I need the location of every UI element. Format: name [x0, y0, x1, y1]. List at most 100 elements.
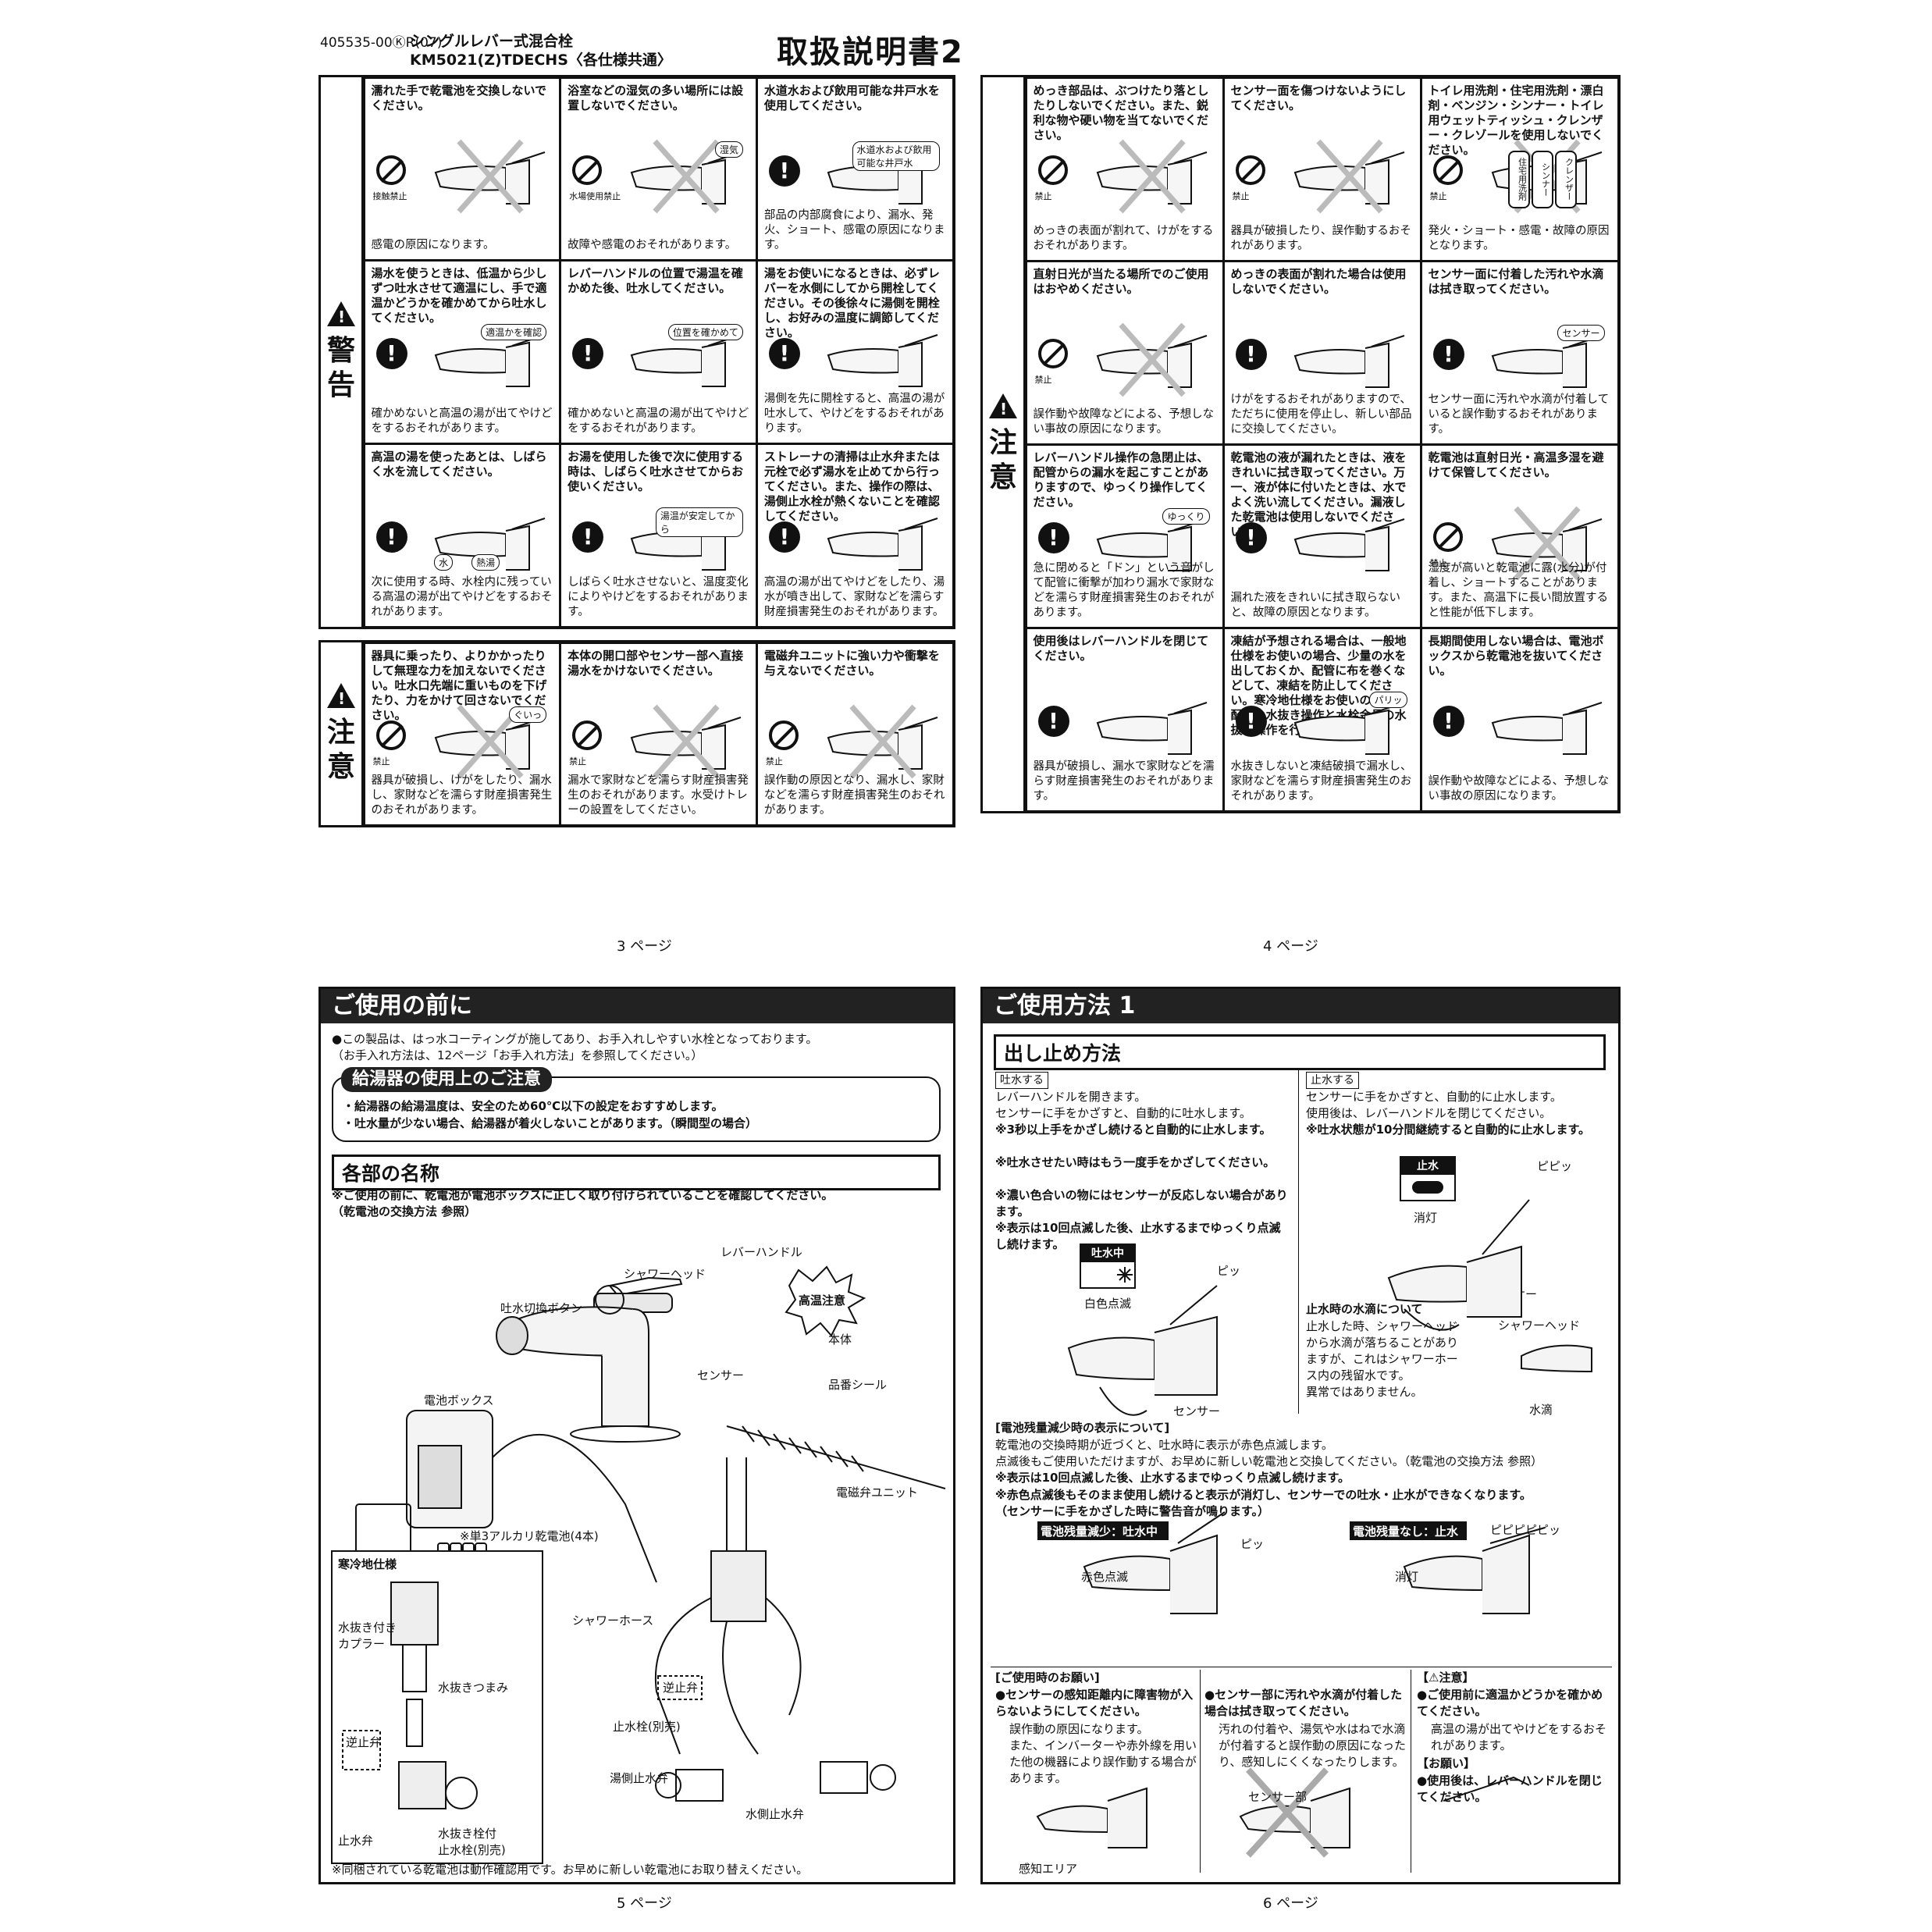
cell-title: センサー面に付着した汚れや水滴は拭き取ってください。 [1428, 266, 1604, 296]
cell-body: 湯側を先に開栓すると、高温の湯が吐水して、やけどをするおそれがあります。 [763, 392, 945, 435]
low-battery-label: 電池残量減少：吐水中 [1041, 1525, 1158, 1539]
faucet-drawing [827, 334, 938, 388]
faucet-drawing [1096, 701, 1207, 755]
cell-title: レバーハンドルの位置で湯温を確かめた後、吐水してください。 [568, 266, 743, 296]
caution-title: 【⚠注意】 [1417, 1670, 1475, 1685]
safety-cell: お湯を使用した後で次に使用する時は、しばらく吐水させてからお使いください。!湯温… [559, 442, 758, 628]
faucet-drawing [1096, 322, 1207, 397]
cell-body: 漏れた液をきれいに拭き取らないと、故障の原因となります。 [1230, 591, 1401, 619]
faucet-drawing [1491, 334, 1602, 388]
cleaner-bottle: シンナー [1531, 150, 1553, 208]
cell-illustration: ! パリッ [1233, 691, 1412, 762]
cell-title: めっきの表面が割れた場合は使用しないでください。 [1230, 266, 1407, 296]
drip-text: 止水した時、シャワーヘッドから水滴が落ちることがありますが、これはシャワーホース… [1306, 1319, 1459, 1399]
cell-title: めっき部品は、ぶつけたり落としたりしないでください。また、鋭利な物や硬い物を当て… [1033, 83, 1209, 142]
label-cold-region: 寒冷地仕様 [338, 1557, 397, 1571]
page3-number: 3 ページ [617, 938, 672, 955]
safety-cell: 湯をお使いになるときは、必ずレバーを水側にしてから開栓してください。その後徐々に… [755, 259, 955, 445]
safety-cell: 本体の開口部やセンサー部へ直接湯水をかけないでください。禁止漏水で家財などを濡ら… [559, 641, 758, 827]
faucet-drawing [434, 704, 545, 778]
faucet-drawing [1096, 139, 1207, 213]
cell-illustration: 禁止 [1233, 139, 1412, 213]
prohibited-icon-label: 禁止 [1034, 190, 1052, 201]
cell-title: 電磁弁ユニットに強い力や衝撃を与えないでください。 [763, 648, 940, 678]
mandatory-icon: ! [1037, 705, 1069, 737]
label-batteries: ※単3アルカリ乾電池(4本) [460, 1529, 599, 1543]
prohibited-icon [1037, 338, 1068, 368]
mandatory-icon: ! [1432, 338, 1464, 370]
cell-callout: 湯温が安定してから [655, 507, 743, 537]
cell-body: 次に使用する時、水栓内に残っている高温の湯が出てやけどをするおそれがあります。 [371, 575, 553, 618]
document-title: 取扱説明書2 [777, 34, 964, 70]
drip-shower-head: シャワーヘッド [1498, 1318, 1581, 1332]
faucet-drawing [1096, 518, 1207, 571]
cell-body: 誤作動の原因となり、漏水し、家財などを濡らす財産損害発生のおそれがあります。 [763, 774, 945, 817]
model-number: KM5021(Z)TDECHS〈各仕様共通〉 [410, 52, 672, 69]
page5-number: 5 ページ [617, 1895, 672, 1912]
safety-cell: 浴室などの湿気の多い場所には設置しないでください。水場使用禁止湿気故障や感電のお… [559, 76, 758, 262]
cell-body: しばらく吐水させないと、温度変化によりやけどをするおそれがあります。 [568, 575, 749, 618]
product-type: シングルレバー式混合栓 [410, 33, 574, 50]
mandatory-icon: ! [768, 155, 800, 187]
cell-title: レバーハンドル操作の急閉止は、配管からの漏水を起こすことがありますので、ゆっくり… [1033, 450, 1209, 509]
cleaner-bottle: 住宅用洗剤 [1507, 150, 1530, 208]
document-code: 405535-00ⓀR(07) [320, 35, 443, 51]
cell-callout: 水道水および飲用可能な井戸水 [852, 141, 940, 171]
battery-text: 乾電池の交換時期が近づくと、吐水時に表示が赤色点滅します。 点滅後もご使用いただ… [995, 1438, 1543, 1468]
cell-body: 急に閉めると「ドン」という音がして配管に衝撃が加わり漏水で家財などを濡らす財産損… [1033, 561, 1215, 619]
faucet-drawing [630, 139, 742, 213]
cell-body: 感電の原因になります。 [371, 239, 495, 252]
safety-cell: 乾電池の液が漏れたときは、液をきれいに拭き取ってください。万一、液が体に付いたと… [1222, 443, 1422, 629]
page5-intro: ●この製品は、はっ水コーティングが施してあり、お手入れしやすい水栓となっておりま… [332, 1032, 818, 1062]
prohibited-icon-label: 接触禁止 [372, 190, 407, 201]
cell-title: トイレ用洗剤・住宅用洗剤・漂白剤・ベンジン・シンナー・トイレ用ウェットティッシュ… [1428, 83, 1604, 157]
cell-illustration: 禁止 [1429, 506, 1610, 580]
detect-area: 感知エリア [1019, 1862, 1078, 1876]
cell-illustration: ! [1233, 325, 1412, 395]
mandatory-icon: ! [375, 521, 407, 553]
empty-battery-sound: ピピピピピッ [1490, 1523, 1561, 1537]
cell-illustration: !ゆっくり [1035, 507, 1215, 578]
mandatory-icon: ! [572, 338, 604, 370]
display-running: 吐水中 [1080, 1244, 1136, 1289]
cell-title: 湯をお使いになるときは、必ずレバーを水側にしてから開栓してください。その後徐々に… [763, 266, 940, 340]
mandatory-icon: ! [1037, 521, 1069, 553]
cell-title: 本体の開口部やセンサー部へ直接湯水をかけないでください。 [568, 648, 744, 678]
cell-illustration: 禁止住宅用洗剤シンナークレンザー [1430, 139, 1610, 213]
label-solenoid: 電磁弁ユニット [836, 1485, 919, 1500]
faucet-drawing [434, 517, 545, 571]
cell-callout: パリッ [1369, 691, 1407, 708]
battery-note-1: ※表示は10回点滅した後、止水するまでゆっくり点滅し続けます。 [995, 1471, 1350, 1485]
safety-cell: 直射日光が当たる場所でのご使用はおやめください。禁止誤作動や故障などによる、予想… [1024, 259, 1225, 446]
safety-cell: レバーハンドルの位置で湯温を確かめた後、吐水してください。!位置を確かめて確かめ… [559, 259, 758, 445]
prohibited-icon [375, 155, 406, 185]
cell-body: 器具が破損し、漏水で家財などを濡らす財産損害発生のおそれがあります。 [1033, 760, 1215, 802]
dispense-tag: 吐水する [995, 1072, 1048, 1089]
safety-cell: 使用後はレバーハンドルを閉じてください。!器具が破損し、漏水で家財などを濡らす財… [1024, 626, 1225, 813]
parts-note: ※ご使用の前に、乾電池が電池ボックスに正しく取り付けられていることを確認してくだ… [332, 1188, 834, 1219]
cell-illustration: 禁止 [766, 704, 945, 778]
page4-triangle-icon [989, 393, 1017, 418]
safety-cell: ストレーナの清掃は止水弁または元栓で必ず湯水を止めてから行ってください。また、操… [755, 442, 955, 628]
stop-note: ※吐水状態が10分間継続すると自動的に止水します。 [1306, 1123, 1590, 1137]
label-shower-head: シャワーヘッド [624, 1267, 706, 1281]
safety-cell: めっき部品は、ぶつけたり落としたりしないでください。また、鋭利な物や硬い物を当て… [1024, 76, 1225, 262]
label-stop-valve-separate: 止水栓(別売) [613, 1720, 681, 1734]
page6-panel: ご使用方法 1 出し止め方法 吐水する レバーハンドルを開きます。 センサーに手… [980, 987, 1621, 1884]
faucet-drawing [1293, 518, 1404, 571]
cell-illustration: ! [766, 507, 945, 578]
prohibited-icon [1432, 521, 1463, 552]
page6-section-title: ご使用方法 1 [983, 989, 1618, 1023]
prohibited-icon-label: 禁止 [1429, 557, 1447, 568]
label-lever: レバーハンドル [720, 1245, 802, 1259]
page6-illustrations [1036, 1199, 1592, 1858]
safety-cell: センサー面に付着した汚れや水滴は拭き取ってください。!センサーセンサー面に汚れや… [1419, 259, 1620, 446]
cell-title: 乾電池は直射日光・高温多湿を避けて保管してください。 [1428, 450, 1604, 479]
safety-cell: 電磁弁ユニットに強い力や衝撃を与えないでください。禁止誤作動の原因となり、漏水し… [755, 641, 955, 827]
empty-battery-label: 電池残量なし：止水 [1353, 1525, 1459, 1539]
prohibited-icon [572, 720, 603, 750]
cell-body: 故障や感電のおそれがあります。 [568, 239, 737, 252]
cleaner-bottle: クレンザー [1554, 150, 1577, 208]
mandatory-icon: ! [1235, 705, 1267, 737]
warning-triangle-icon [327, 301, 355, 326]
